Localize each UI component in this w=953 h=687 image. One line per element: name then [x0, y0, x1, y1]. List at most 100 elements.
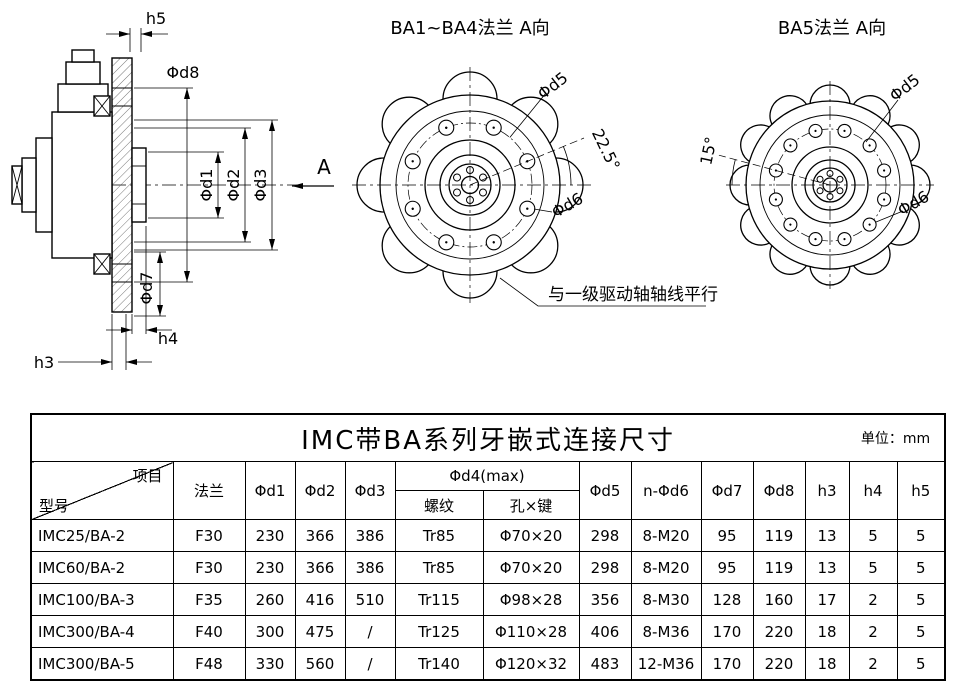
cell-d1: 300 [244, 615, 296, 648]
dim-label-h5: h5 [146, 9, 166, 28]
cell-h3: 17 [804, 583, 850, 616]
cell-d3: 386 [344, 519, 396, 552]
dim-label-d3: Φd3 [251, 169, 270, 202]
cell-thread: Tr115 [394, 583, 484, 616]
cell-d5: 406 [578, 615, 632, 648]
cell-d8: 160 [752, 583, 806, 616]
cell-h4: 5 [848, 551, 898, 584]
cell-hole-key: Φ70×20 [482, 551, 580, 584]
col-header-d5: Φd5 [578, 461, 632, 520]
cell-hole-key: Φ110×28 [482, 615, 580, 648]
cell-h3: 18 [804, 615, 850, 648]
flange-view-ba1-ba4 [352, 67, 706, 307]
flange1-title: BA1~BA4法兰 A向 [390, 18, 549, 39]
dimension-table: IMC带BA系列牙嵌式连接尺寸 单位：mm 项目 型号 法兰 Φd1 Φd2 Φ… [30, 413, 947, 681]
cell-hole-key: Φ120×32 [482, 647, 580, 681]
cell-h4: 5 [848, 519, 898, 552]
dim-label-d8: Φd8 [167, 63, 200, 82]
cell-d6: 8-M36 [630, 615, 702, 648]
flange-view-ba5 [718, 81, 934, 289]
dim-label-h3: h3 [34, 353, 54, 372]
table-row: IMC300/BA-5 F48 330 560 / Tr140 Φ120×32 … [30, 647, 946, 681]
cell-d5: 298 [578, 519, 632, 552]
header-item-label: 项目 [132, 467, 163, 485]
cell-d3: / [344, 615, 396, 648]
cell-hole-key: Φ70×20 [482, 519, 580, 552]
cell-d1: 230 [244, 519, 296, 552]
cell-flange: F30 [172, 519, 246, 552]
col-header-flange: 法兰 [172, 461, 246, 520]
cell-flange: F35 [172, 583, 246, 616]
section-dimensions [58, 28, 334, 370]
cell-d1: 330 [244, 647, 296, 681]
cell-d2: 475 [294, 615, 346, 648]
flange2-title: BA5法兰 A向 [778, 18, 886, 39]
col-header-thread: 螺纹 [394, 490, 484, 520]
flange1-bolt-holes [401, 116, 539, 254]
col-header-d8: Φd8 [752, 461, 806, 520]
cell-d6: 8-M20 [630, 519, 702, 552]
cell-h5: 5 [896, 647, 946, 681]
cell-thread: Tr85 [394, 519, 484, 552]
cell-h4: 2 [848, 583, 898, 616]
cell-model: IMC25/BA-2 [30, 519, 174, 552]
cell-d2: 560 [294, 647, 346, 681]
col-header-hole-key: 孔×键 [482, 490, 580, 520]
col-header-d7: Φd7 [700, 461, 754, 520]
table-row: IMC60/BA-2 F30 230 366 386 Tr85 Φ70×20 2… [30, 551, 946, 584]
cell-d6: 12-M36 [630, 647, 702, 681]
cell-flange: F30 [172, 551, 246, 584]
cell-model: IMC100/BA-3 [30, 583, 174, 616]
cell-d7: 128 [700, 583, 754, 616]
table-header-row-2: 螺纹 孔×键 [31, 490, 945, 520]
table-title-row: IMC带BA系列牙嵌式连接尺寸 单位：mm [30, 413, 946, 462]
cell-h3: 13 [804, 551, 850, 584]
cell-d8: 220 [752, 647, 806, 681]
table-row: IMC25/BA-2 F30 230 366 386 Tr85 Φ70×20 2… [30, 519, 946, 552]
header-model-label: 型号 [39, 497, 70, 515]
drawing-area: h5 Φd8 Φd1 Φd2 Φd3 Φd7 h4 h3 A BA1~BA4法兰… [11, 9, 934, 372]
cell-d5: 356 [578, 583, 632, 616]
cell-h4: 2 [848, 615, 898, 648]
view-a-label: A [317, 155, 331, 179]
cell-d7: 170 [700, 615, 754, 648]
col-header-d2: Φd2 [294, 461, 346, 520]
cell-d3: / [344, 647, 396, 681]
col-header-d1: Φd1 [244, 461, 296, 520]
dim-label-d7: Φd7 [137, 272, 156, 305]
cell-model: IMC60/BA-2 [30, 551, 174, 584]
cell-d3: 510 [344, 583, 396, 616]
col-header-d3: Φd3 [344, 461, 396, 520]
cell-model: IMC300/BA-5 [30, 647, 174, 681]
dim-label-h4: h4 [158, 329, 178, 348]
col-header-h3: h3 [804, 461, 850, 520]
cell-h5: 5 [896, 551, 946, 584]
cell-h4: 2 [848, 647, 898, 681]
cell-d2: 366 [294, 519, 346, 552]
col-header-h5: h5 [896, 461, 946, 520]
col-header-d4: Φd4(max) [394, 461, 580, 491]
cell-d6: 8-M20 [630, 551, 702, 584]
col-header-d6: n-Φd6 [630, 461, 702, 520]
cell-h3: 13 [804, 519, 850, 552]
section-view [11, 49, 305, 313]
cell-hole-key: Φ98×28 [482, 583, 580, 616]
dim-label-d2: Φd2 [224, 169, 243, 202]
col-header-h4: h4 [848, 461, 898, 520]
dim-label-d1: Φd1 [197, 169, 216, 202]
cell-flange: F40 [172, 615, 246, 648]
flange1-angle-label: 22.5° [588, 126, 624, 174]
cell-d8: 220 [752, 615, 806, 648]
cell-d3: 386 [344, 551, 396, 584]
cell-thread: Tr140 [394, 647, 484, 681]
table-row: IMC100/BA-3 F35 260 416 510 Tr115 Φ98×28… [30, 583, 946, 616]
cell-d5: 483 [578, 647, 632, 681]
flange2-d5-label: Φd5 [886, 70, 924, 105]
cell-d8: 119 [752, 551, 806, 584]
table-title: IMC带BA系列牙嵌式连接尺寸 [301, 425, 676, 456]
cell-d2: 366 [294, 551, 346, 584]
cell-flange: F48 [172, 647, 246, 681]
table-header-row-1: 项目 型号 法兰 Φd1 Φd2 Φd3 Φd4(max) Φd5 n-Φd6 … [30, 461, 946, 520]
cell-d1: 260 [244, 583, 296, 616]
